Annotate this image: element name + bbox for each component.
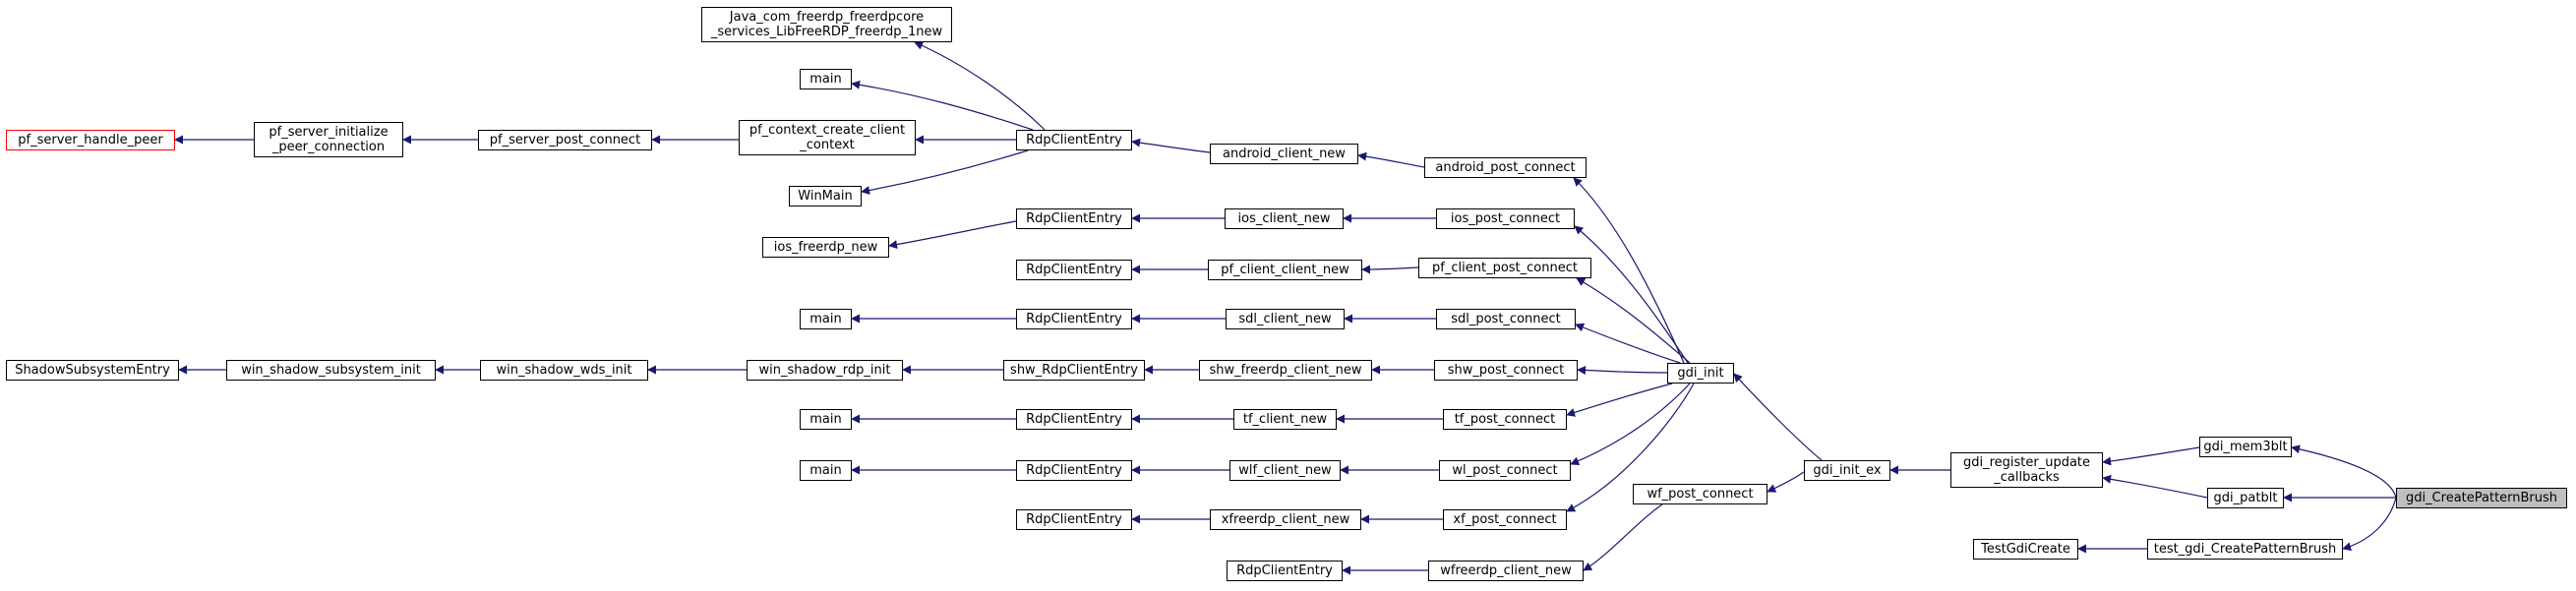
node-wfreerdp-client-new[interactable]: wfreerdp_client_new bbox=[1428, 561, 1584, 581]
edge-pf-new-to-post bbox=[1361, 265, 1419, 274]
edge-android-new-to-post bbox=[1357, 151, 1425, 168]
node-xf-post-connect[interactable]: xf_post_connect bbox=[1443, 509, 1567, 530]
node-main-tf[interactable]: main bbox=[800, 409, 852, 430]
node-gdi-mem3blt[interactable]: gdi_mem3blt bbox=[2199, 437, 2292, 457]
edge-java-to-rdp bbox=[914, 41, 1046, 131]
edge-tf-post-to-gdiinit bbox=[1566, 383, 1673, 417]
node-rdpcliententry-pf[interactable]: RdpClientEntry bbox=[1016, 260, 1132, 280]
node-rdpcliententry-xf[interactable]: RdpClientEntry bbox=[1016, 509, 1132, 530]
edge-register-to-patblt bbox=[2102, 474, 2208, 499]
node-shw-freerdp-client-new[interactable]: shw_freerdp_client_new bbox=[1199, 360, 1372, 381]
edge-register-to-mem3blt bbox=[2102, 446, 2200, 466]
node-sdl-post-connect[interactable]: sdl_post_connect bbox=[1436, 309, 1576, 329]
edge-gdiinit-to-initex bbox=[1733, 373, 1823, 461]
node-wf-post-connect[interactable]: wf_post_connect bbox=[1633, 484, 1767, 504]
node-sdl-client-new[interactable]: sdl_client_new bbox=[1226, 309, 1345, 329]
node-win-shadow-subsystem-init[interactable]: win_shadow_subsystem_init bbox=[226, 360, 436, 381]
node-ios-freerdp-new[interactable]: ios_freerdp_new bbox=[762, 237, 889, 258]
node-rdpcliententry-win[interactable]: RdpClientEntry bbox=[1227, 561, 1343, 581]
node-rdpcliententry-wl[interactable]: RdpClientEntry bbox=[1016, 460, 1132, 481]
edge-wl-post-to-gdiinit bbox=[1570, 383, 1691, 466]
node-android-post-connect[interactable]: android_post_connect bbox=[1424, 157, 1587, 178]
node-wl-post-connect[interactable]: wl_post_connect bbox=[1439, 460, 1571, 481]
node-win-shadow-rdp-init[interactable]: win_shadow_rdp_init bbox=[747, 360, 903, 381]
node-rdpcliententry-ios[interactable]: RdpClientEntry bbox=[1016, 208, 1132, 229]
node-shw-post-connect[interactable]: shw_post_connect bbox=[1434, 360, 1578, 381]
edge-sdl-post-to-gdiinit bbox=[1575, 323, 1681, 364]
node-main-android[interactable]: main bbox=[800, 69, 852, 89]
edge-xf-post-to-gdiinit bbox=[1566, 383, 1695, 512]
node-pf-client-post-connect[interactable]: pf_client_post_connect bbox=[1418, 258, 1591, 278]
node-tf-post-connect[interactable]: tf_post_connect bbox=[1443, 409, 1567, 430]
node-shadowsubsystementry[interactable]: ShadowSubsystemEntry bbox=[6, 360, 179, 381]
node-ios-client-new[interactable]: ios_client_new bbox=[1225, 208, 1344, 229]
node-rdpcliententry-sdl[interactable]: RdpClientEntry bbox=[1016, 309, 1132, 329]
node-gdi-register-update-callbacks[interactable]: gdi_register_update _callbacks bbox=[1950, 452, 2103, 488]
edge-rdp-android-to-new bbox=[1131, 138, 1211, 153]
node-winmain[interactable]: WinMain bbox=[789, 186, 862, 207]
node-pf-client-client-new[interactable]: pf_client_client_new bbox=[1208, 260, 1362, 280]
edge-ios-post-to-gdiinit bbox=[1574, 225, 1689, 364]
node-pf-server-initialize-peer-connection[interactable]: pf_server_initialize _peer_connection bbox=[254, 122, 403, 157]
edge-main-android-to-rdp bbox=[851, 80, 1034, 131]
node-gdi-init-ex[interactable]: gdi_init_ex bbox=[1804, 460, 1890, 481]
node-pf-server-handle-peer[interactable]: pf_server_handle_peer bbox=[6, 130, 175, 150]
node-main-sdl[interactable]: main bbox=[800, 309, 852, 329]
node-java-freerdp-new[interactable]: Java_com_freerdp_freerdpcore _services_L… bbox=[701, 7, 952, 42]
node-xfreerdp-client-new[interactable]: xfreerdp_client_new bbox=[1210, 509, 1361, 530]
node-testgdicreate[interactable]: TestGdiCreate bbox=[1973, 539, 2078, 560]
edge-wfpost-to-initex bbox=[1767, 471, 1805, 493]
node-pf-context-create-client-context[interactable]: pf_context_create_client _context bbox=[739, 120, 916, 155]
edge-mem3blt-to-createpatternbrush bbox=[2291, 444, 2397, 499]
edge-shw-post-to-gdiinit bbox=[1577, 365, 1668, 375]
edge-pf-post-to-gdiinit bbox=[1576, 277, 1691, 364]
edge-test-to-createpatternbrush bbox=[2342, 497, 2397, 552]
node-rdpcliententry-android[interactable]: RdpClientEntry bbox=[1016, 130, 1132, 150]
edge-winmain-to-rdp bbox=[861, 149, 1029, 195]
edge-wfreerdp-to-wfpost bbox=[1583, 503, 1663, 571]
node-gdi-init[interactable]: gdi_init bbox=[1667, 363, 1734, 384]
node-win-shadow-wds-init[interactable]: win_shadow_wds_init bbox=[480, 360, 648, 381]
node-ios-post-connect[interactable]: ios_post_connect bbox=[1436, 208, 1575, 229]
node-tf-client-new[interactable]: tf_client_new bbox=[1233, 409, 1337, 430]
node-test-gdi-createpatternbrush[interactable]: test_gdi_CreatePatternBrush bbox=[2147, 539, 2343, 560]
node-pf-server-post-connect[interactable]: pf_server_post_connect bbox=[478, 130, 652, 150]
node-gdi-patblt[interactable]: gdi_patblt bbox=[2207, 488, 2284, 508]
node-main-wl[interactable]: main bbox=[800, 460, 852, 481]
node-rdpcliententry-tf[interactable]: RdpClientEntry bbox=[1016, 409, 1132, 430]
node-android-client-new[interactable]: android_client_new bbox=[1210, 144, 1358, 164]
edge-iosfreerdp-to-rdp bbox=[888, 220, 1017, 250]
node-wlf-client-new[interactable]: wlf_client_new bbox=[1229, 460, 1341, 481]
node-gdi-createpatternbrush: gdi_CreatePatternBrush bbox=[2396, 488, 2567, 508]
call-edges bbox=[174, 41, 2397, 575]
node-shw-rdpcliententry[interactable]: shw_RdpClientEntry bbox=[1003, 360, 1145, 381]
